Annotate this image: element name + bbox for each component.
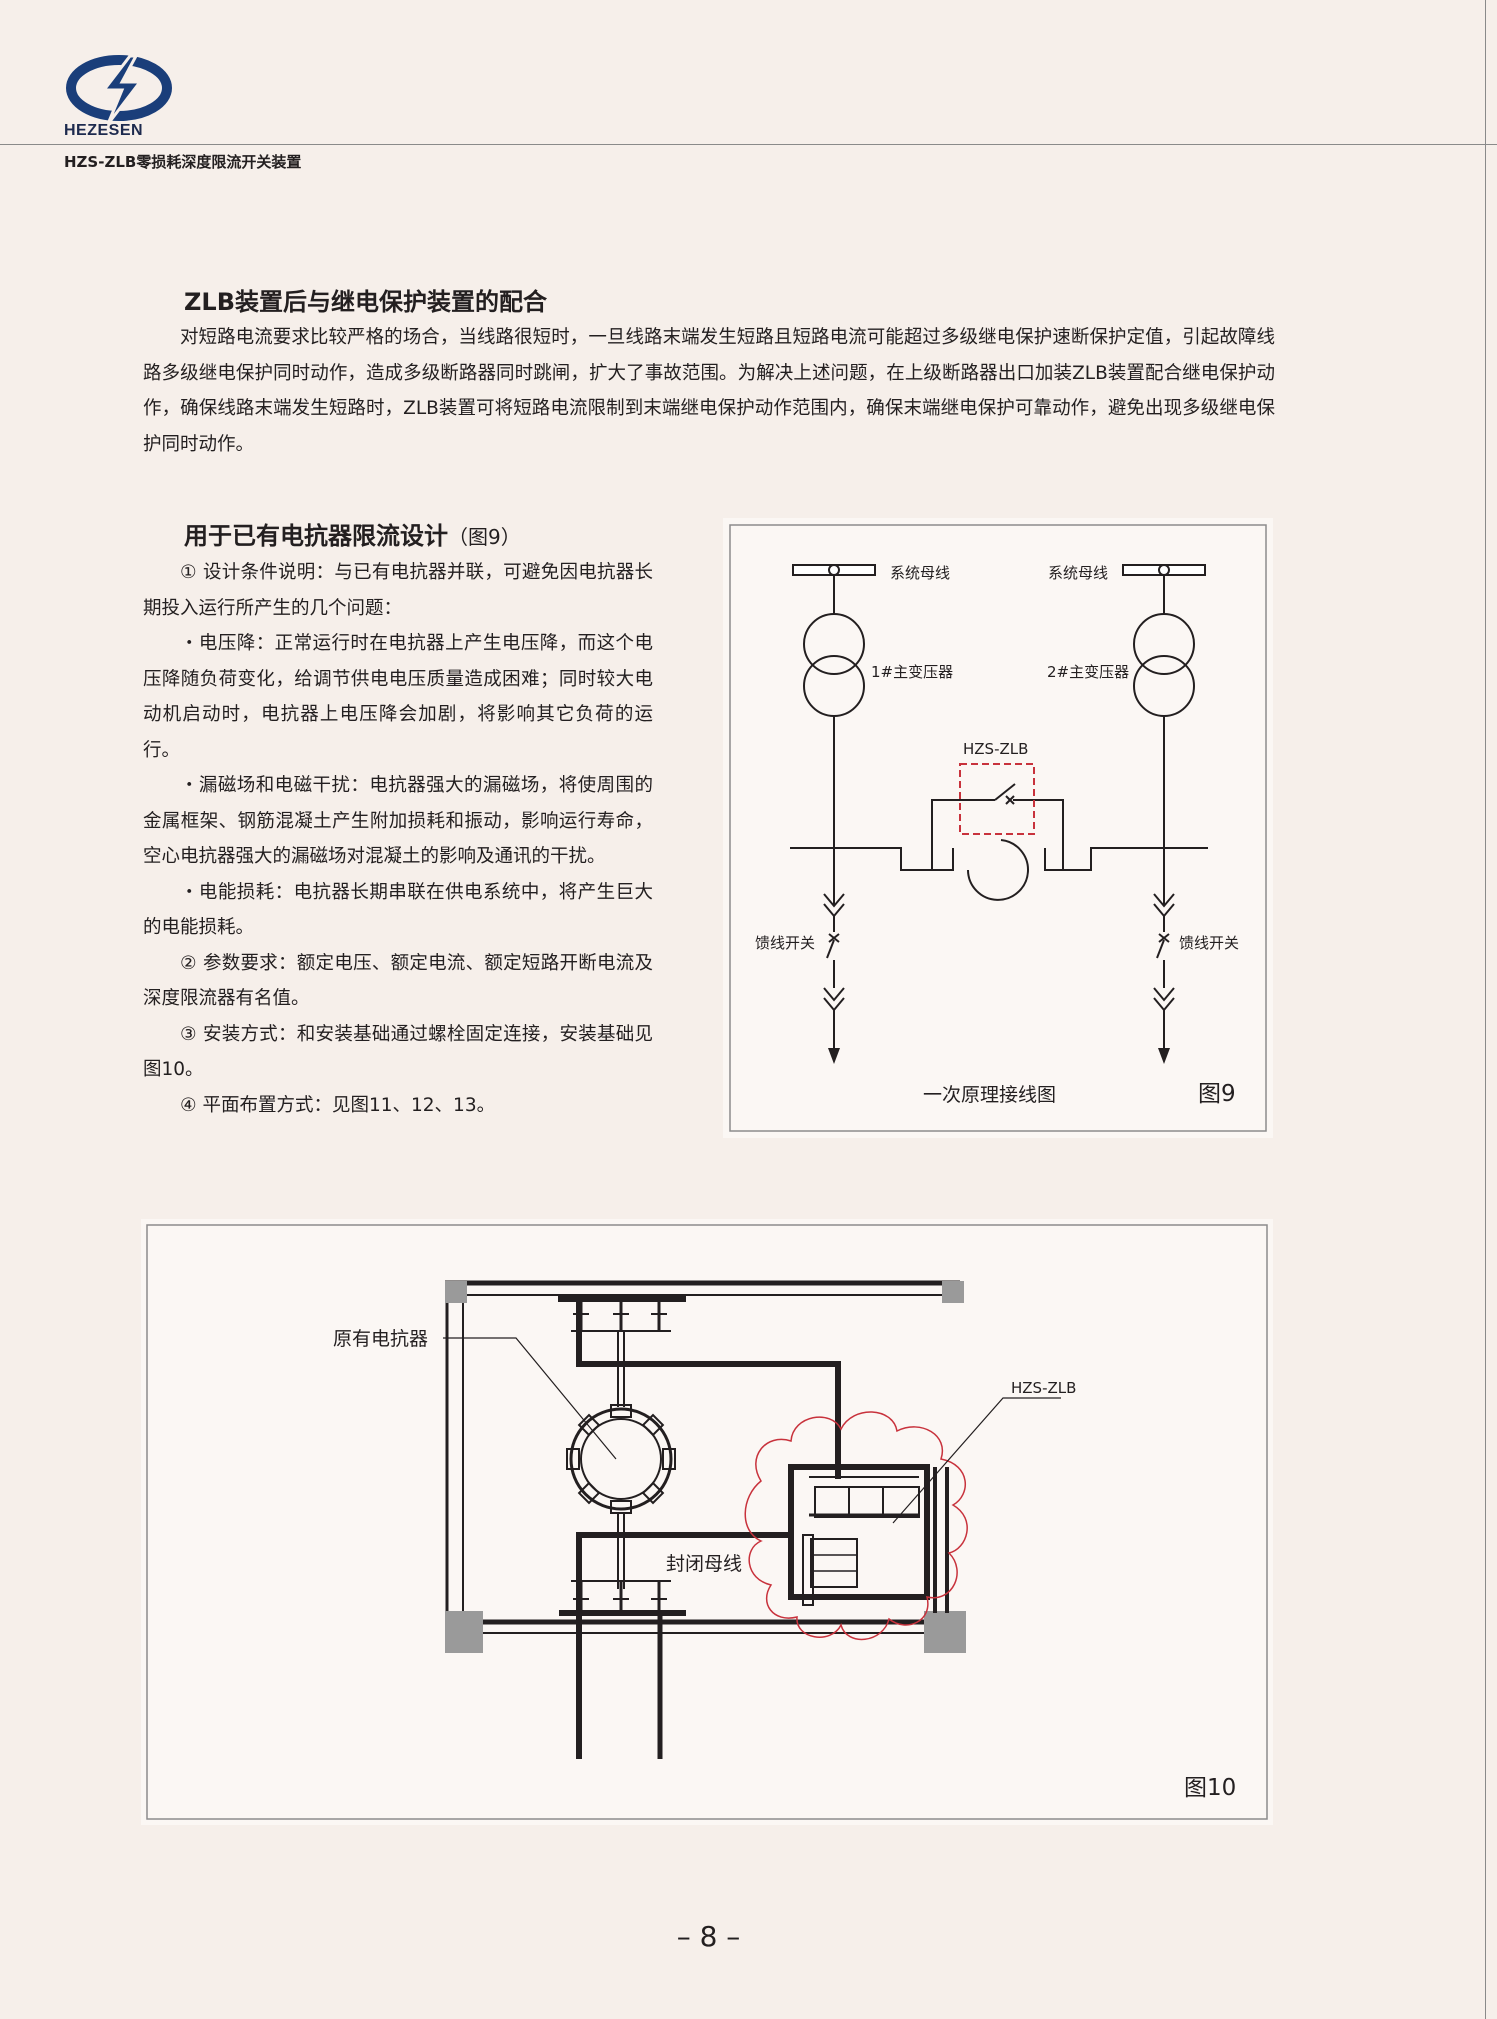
figure9-wiring-diagram: 系统母线 系统母线 1#主变压器 2#主变压器 HZS-ZLB 馈线开关 馈线开… — [723, 518, 1273, 1138]
reactor-label: 原有电抗器 — [333, 1328, 428, 1350]
paragraph: ・漏磁场和电磁干扰：电抗器强大的漏磁场，将使周围的金属框架、钢筋混凝土产生附加损… — [143, 775, 653, 867]
hezesen-logo-icon — [66, 54, 172, 125]
page-number: – 8 – — [676, 1920, 741, 1953]
transformer2-label: 2#主变压器 — [1047, 663, 1129, 681]
figure10-label: 图10 — [1184, 1775, 1236, 1801]
zlb-device-label: HZS-ZLB — [1011, 1379, 1076, 1397]
margin-rule — [1485, 0, 1486, 2019]
feeder-switch-label-left: 馈线开关 — [755, 934, 815, 952]
product-title: HZS-ZLB零损耗深度限流开关装置 — [64, 153, 302, 171]
section1-body: 对短路电流要求比较严格的场合，当线路很短时，一旦线路末端发生短路且短路电流可能超… — [143, 327, 1275, 455]
bus-label-right: 系统母线 — [1048, 564, 1108, 582]
paragraph: ② 参数要求：额定电压、额定电流、额定短路开断电流及深度限流器有名值。 — [143, 952, 653, 1010]
figure9-label: 图9 — [1198, 1081, 1236, 1107]
section2-title: 用于已有电抗器限流设计（图9） — [184, 516, 521, 551]
paragraph: ① 设计条件说明：与已有电抗器并联，可避免因电抗器长期投入运行所产生的几个问题： — [143, 562, 653, 619]
transformer1-label: 1#主变压器 — [871, 663, 953, 681]
section2-body: ① 设计条件说明：与已有电抗器并联，可避免因电抗器长期投入运行所产生的几个问题：… — [143, 555, 653, 1123]
paragraph: ・电压降：正常运行时在电抗器上产生电压降，而这个电压降随负荷变化，给调节供电电压… — [143, 633, 653, 761]
busway-label: 封闭母线 — [666, 1553, 742, 1575]
section2-figure-ref: （图9） — [448, 525, 521, 549]
figure9-caption: 一次原理接线图 — [923, 1084, 1056, 1106]
figure10-installation-drawing: 原有电抗器 HZS-ZLB 封闭母线 图10 — [141, 1219, 1273, 1825]
feeder-switch-label-right: 馈线开关 — [1179, 934, 1239, 952]
paragraph: ・电能损耗：电抗器长期串联在供电系统中，将产生巨大的电能损耗。 — [143, 881, 653, 939]
section2-title-text: 用于已有电抗器限流设计 — [184, 522, 448, 550]
section1-title: ZLB装置后与继电保护装置的配合 — [184, 288, 547, 316]
paragraph: ③ 安装方式：和安装基础通过螺栓固定连接，安装基础见图10。 — [143, 1023, 653, 1081]
bus-label-left: 系统母线 — [890, 564, 950, 582]
paragraph: ④ 平面布置方式：见图11、12、13。 — [180, 1094, 496, 1116]
brand-name: HEZESEN — [64, 122, 144, 139]
zlb-device-label: HZS-ZLB — [963, 740, 1028, 758]
header-rule — [0, 144, 1497, 145]
